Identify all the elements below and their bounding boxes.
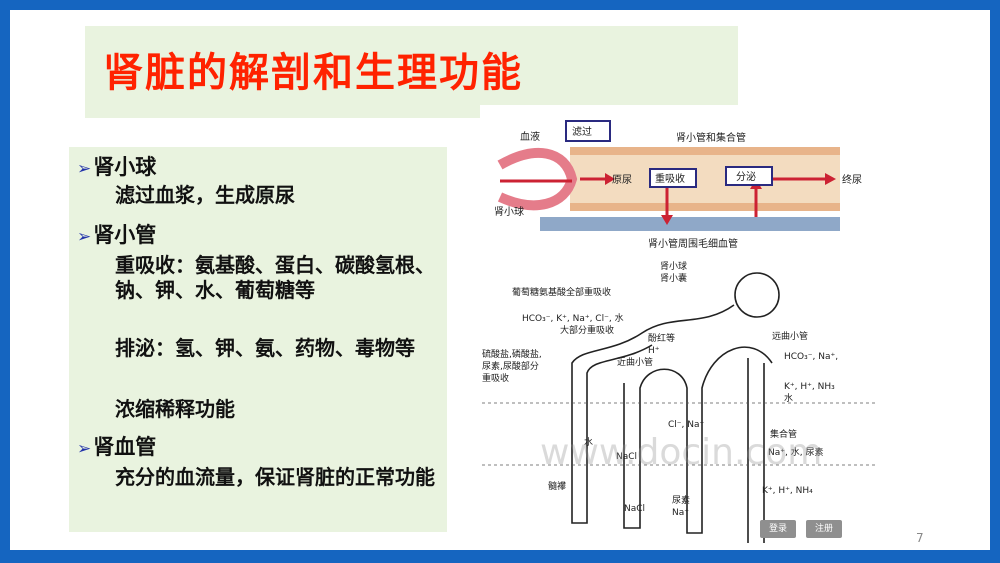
secrete-label: 分泌 [736, 170, 756, 183]
urea-part-text: 尿素,尿酸部分 [482, 360, 539, 372]
k-h-nh4-text: K⁺, H⁺, NH₄ [762, 486, 813, 496]
capsule-text: 肾小囊 [660, 272, 687, 284]
bullet-label: 肾血管 [93, 435, 157, 459]
bullet-text: 重吸收：氨基酸、蛋白、碳酸氢根、钠、钾、水、葡萄糖等 [115, 253, 435, 302]
bullet-text: 排泌：氢、钾、氨、药物、毒物等 [115, 336, 415, 360]
h-ion-text: H⁺ [648, 346, 660, 356]
nacl2-text: NaCl [624, 504, 645, 514]
bullet-label: 肾小球 [93, 155, 157, 179]
bullet-tubule: ➢肾小管 [77, 219, 156, 249]
bullet-arrow-icon: ➢ [77, 159, 92, 179]
glomerulus-label: 肾小球 [494, 205, 524, 218]
hco3-na-text: HCO₃⁻, Na⁺, [784, 352, 838, 362]
urea-text: 尿素 [672, 494, 690, 506]
k-h-nh3-text: K⁺, H⁺, NH₃ [784, 382, 835, 392]
nephron-flow-diagram: 血液 滤过 肾小管和集合管 肾小球 原尿 重吸收 分泌 终尿 肾小管周围毛细血管 [480, 105, 888, 253]
medulla-text: 髓襻 [548, 480, 566, 492]
ions-text: HCO₃⁻, K⁺, Na⁺, Cl⁻, 水 [522, 312, 624, 324]
secrete-box [725, 166, 773, 186]
title-panel: 肾脏的解剖和生理功能 [85, 26, 738, 118]
reabsorb-text: 重吸收 [482, 372, 509, 384]
water2-text: 水 [584, 436, 593, 448]
tubule-wall-top [570, 147, 840, 155]
capillary-label: 肾小管周围毛细血管 [648, 237, 738, 250]
water-text: 水 [784, 392, 793, 404]
filter-box [565, 120, 611, 142]
distal-text: 远曲小管 [772, 330, 808, 342]
tubule-label: 肾小管和集合管 [676, 131, 746, 144]
reabsorb-label: 重吸收 [655, 172, 685, 185]
reabsorb-box [649, 168, 697, 188]
login-button[interactable]: 登录 [760, 520, 796, 538]
nacl1-text: NaCl [616, 452, 637, 462]
tubule-wall-bottom [570, 203, 840, 211]
final-urine-label: 终尿 [842, 173, 862, 186]
bullet-label: 肾小管 [93, 223, 157, 247]
na2-text: Na⁺ [672, 508, 689, 518]
bullet-text: 浓缩稀释功能 [115, 397, 235, 421]
bullet-vessel: ➢肾血管 [77, 431, 156, 461]
slide: 肾脏的解剖和生理功能 ➢肾小球 滤过血浆，生成原尿 ➢肾小管 重吸收：氨基酸、蛋… [10, 10, 990, 550]
glomerulus-shape [497, 148, 578, 211]
proximal-text: 近曲小管 [617, 356, 653, 368]
page-number: 7 [916, 531, 924, 545]
bullet-glomerulus: ➢肾小球 [77, 151, 156, 181]
filter-label: 滤过 [572, 125, 592, 138]
watermark: www.docin.com [540, 432, 823, 473]
bullet-text: 滤过血浆，生成原尿 [115, 183, 295, 207]
nephron-anatomy-diagram: 肾小球 肾小囊 葡萄糖氨基酸全部重吸收 HCO₃⁻, K⁺, Na⁺, Cl⁻,… [472, 253, 888, 543]
bullet-text: 充分的血流量，保证肾脏的正常功能 [115, 465, 435, 489]
bullet-arrow-icon: ➢ [77, 227, 92, 247]
content-panel: ➢肾小球 滤过血浆，生成原尿 ➢肾小管 重吸收：氨基酸、蛋白、碳酸氢根、钠、钾、… [69, 147, 447, 532]
glomerulus-circle [734, 272, 780, 318]
primary-urine-label: 原尿 [612, 174, 632, 186]
sulfate-text: 硫酸盐,磷酸盐, [482, 348, 542, 360]
register-button[interactable]: 注册 [806, 520, 842, 538]
slide-title: 肾脏的解剖和生理功能 [103, 50, 523, 96]
collecting-text: 集合管 [770, 428, 797, 440]
cl-na-text: Cl⁻, Na⁺ [668, 420, 705, 430]
blood-label: 血液 [520, 130, 540, 143]
na-water-urea-text: Na⁺, 水, 尿素 [768, 446, 823, 458]
glomerulus-text: 肾小球 [660, 260, 687, 272]
mostly-text: 大部分重吸收 [560, 324, 614, 336]
reabsorb-all-text: 葡萄糖氨基酸全部重吸收 [512, 286, 611, 298]
capillary-band [540, 217, 840, 231]
phenol-text: 酚红等 [648, 332, 675, 344]
bullet-arrow-icon: ➢ [77, 439, 92, 459]
